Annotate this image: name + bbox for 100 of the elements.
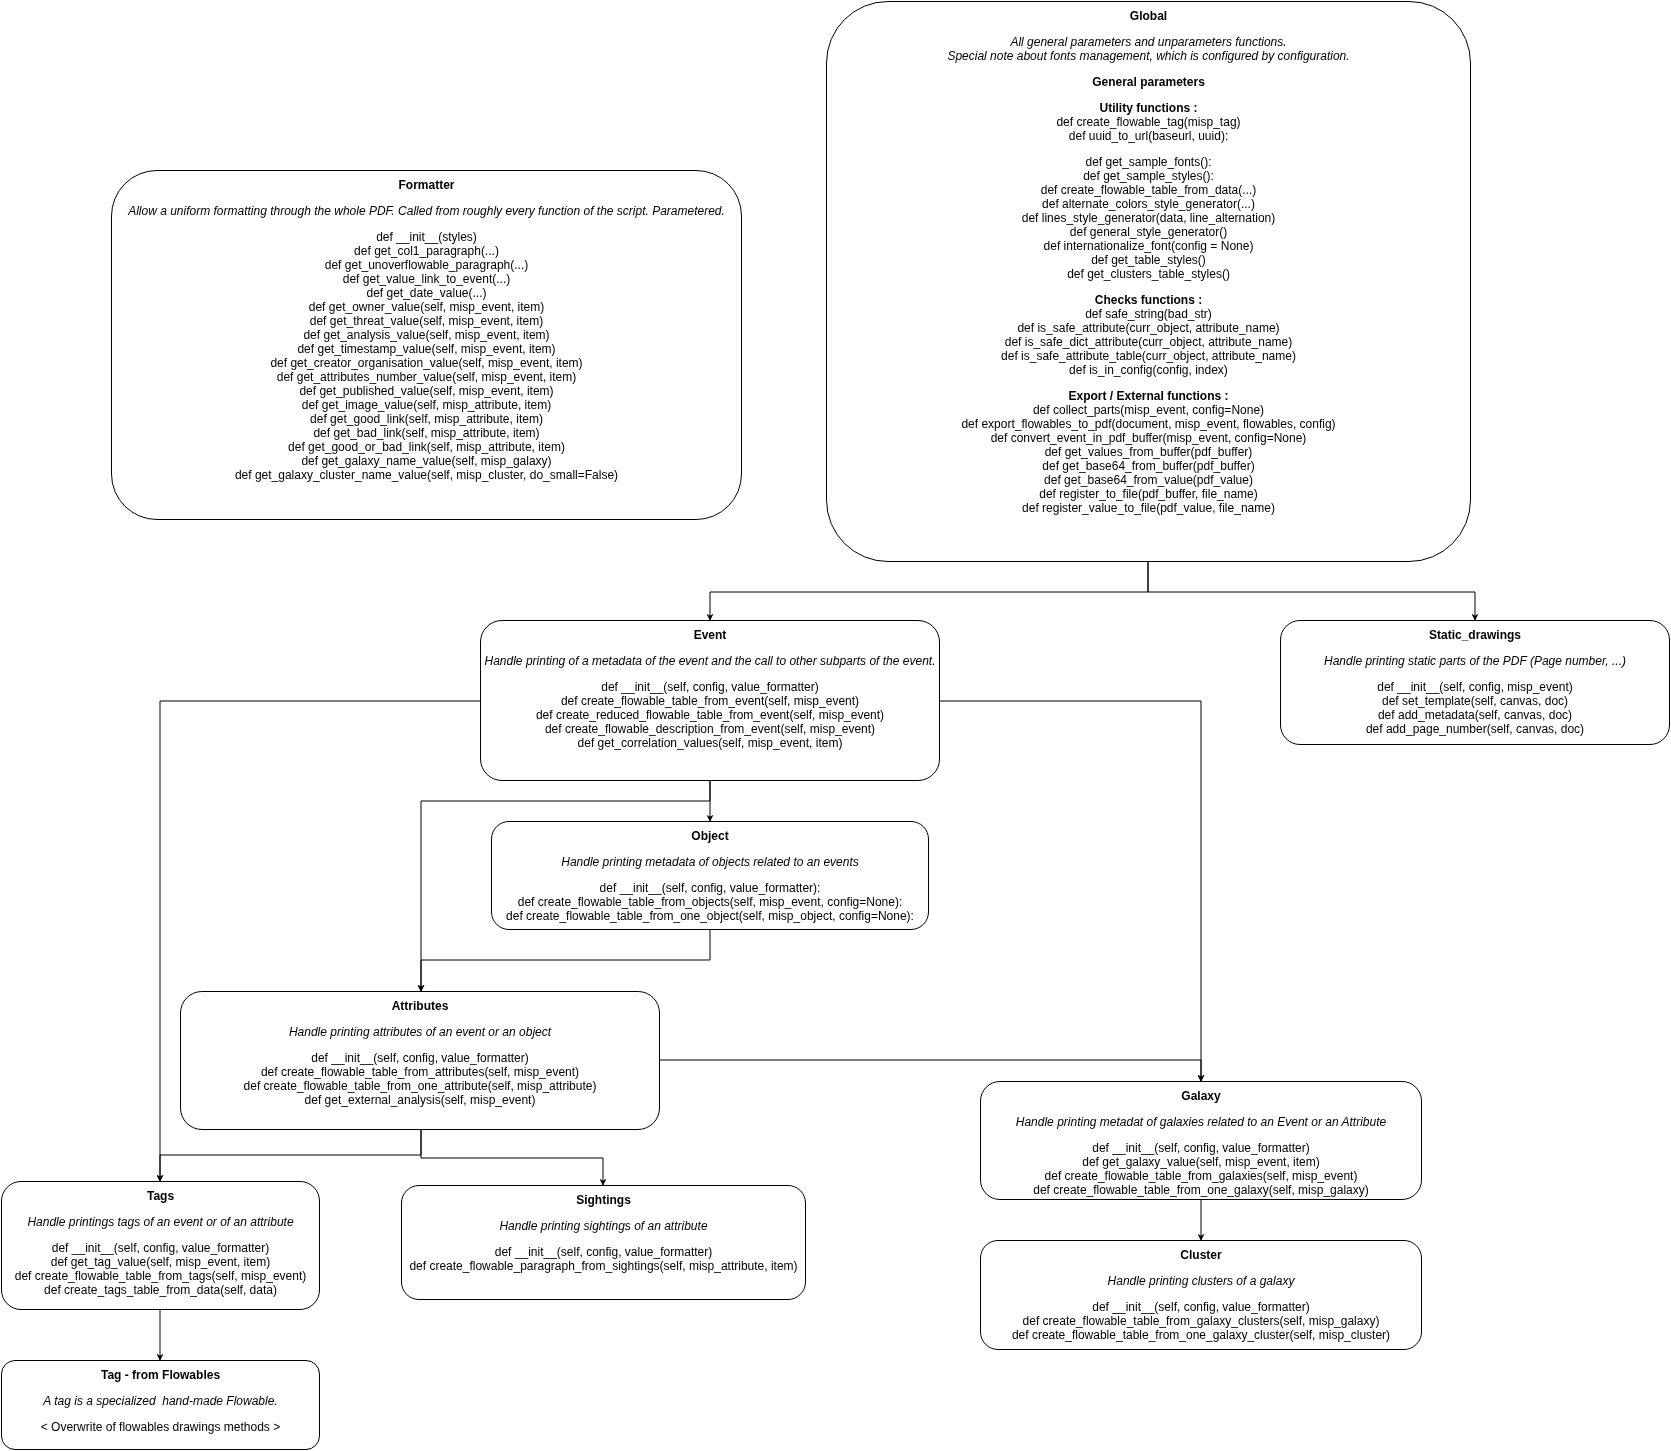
- node-title: Sightings: [576, 1193, 631, 1207]
- method-signature: def get_sample_styles():: [1083, 169, 1214, 183]
- method-signature: def get_values_from_buffer(pdf_buffer): [1044, 445, 1253, 459]
- method-signature: def create_flowable_paragraph_from_sightings(self, misp_attribute, item): [409, 1259, 798, 1273]
- method-signature: def get_base64_from_value(pdf_value): [1044, 473, 1253, 487]
- class-box: [1280, 620, 1670, 745]
- node-description: Handle printing attributes of an event or an object: [288, 1025, 552, 1039]
- arrow: [1197, 1199, 1205, 1241]
- node-description: All general parameters and unparameters functions.: [1010, 35, 1287, 49]
- method-signature: def get_analysis_value(self, misp_event, item): [303, 328, 550, 342]
- method-signature: def create_flowable_table_from_attributes(self, misp_event): [260, 1065, 580, 1079]
- class-box: [401, 1185, 806, 1300]
- class-box: [111, 170, 742, 520]
- method-signature: def general_style_generator(): [1069, 225, 1228, 239]
- method-signature: def create_flowable_table_from_tags(self, misp_event): [14, 1269, 307, 1283]
- arrow: [659, 1059, 1205, 1082]
- method-signature: def register_to_file(pdf_buffer, file_name): [1039, 487, 1258, 501]
- method-signature: def get_creator_organisation_value(self, misp_event, item): [270, 356, 583, 370]
- node-title: Static_drawings: [1429, 628, 1521, 642]
- method-signature: def get_sample_fonts():: [1085, 155, 1212, 169]
- method-signature: def create_flowable_table_from_objects(self, misp_event, config=None):: [517, 895, 903, 909]
- method-signature: def get_galaxy_name_value(self, misp_galaxy): [301, 454, 552, 468]
- class-box: [1, 1181, 320, 1310]
- method-signature: def is_safe_attribute(curr_object, attribute_name): [1017, 321, 1280, 335]
- method-signature: def create_flowable_table_from_data(...): [1040, 183, 1257, 197]
- method-signature: def create_flowable_tag(misp_tag): [1056, 115, 1241, 129]
- method-signature: def get_timestamp_value(self, misp_event, item): [297, 342, 556, 356]
- method-signature: def get_good_or_bad_link(self, misp_attribute, item): [288, 440, 565, 454]
- node-title: Object: [691, 829, 729, 843]
- method-signature: def create_flowable_description_from_event(self, misp_event): [544, 722, 876, 736]
- arrow: [156, 1309, 164, 1361]
- node-description: Special note about fonts management, which is configured by configuration.: [947, 49, 1350, 63]
- method-signature: def __init__(styles): [376, 230, 477, 244]
- method-signature: def create_reduced_flowable_table_from_event(self, misp_event): [535, 708, 885, 722]
- node-description: Handle printing clusters of a galaxy: [1107, 1274, 1295, 1288]
- method-signature: def __init__(self, config, value_formatter):: [599, 881, 821, 895]
- method-signature: def collect_parts(misp_event, config=None): [1032, 403, 1265, 417]
- method-signature: def get_image_value(self, misp_attribute, item): [301, 398, 552, 412]
- method-signature: def is_safe_attribute_table(curr_object, attribute_name): [1001, 349, 1296, 363]
- method-signature: def create_flowable_table_from_galaxy_clusters(self, misp_galaxy): [1022, 1314, 1380, 1328]
- method-signature: def alternate_colors_style_generator(...): [1042, 197, 1255, 211]
- method-signature: def create_flowable_table_from_one_galaxy(self, misp_galaxy): [1033, 1183, 1369, 1197]
- method-signature: def __init__(self, config, value_formatter): [1092, 1141, 1310, 1155]
- method-signature: def lines_style_generator(data, line_alternation): [1021, 211, 1276, 225]
- node-title: Cluster: [1180, 1248, 1222, 1262]
- method-signature: def get_attributes_number_value(self, misp_event, item): [276, 370, 577, 384]
- class-box: [491, 821, 929, 930]
- method-signature: def get_correlation_values(self, misp_event, item): [577, 736, 843, 750]
- method-signature: def get_value_link_to_event(...): [342, 272, 511, 286]
- method-signature: def create_tags_table_from_data(self, data): [44, 1283, 277, 1297]
- method-signature: def get_good_link(self, misp_attribute, item): [310, 412, 543, 426]
- class-box: [980, 1081, 1422, 1200]
- class-box: [980, 1240, 1422, 1350]
- node-title: Event: [693, 628, 727, 642]
- section-heading: Utility functions :: [1099, 101, 1198, 115]
- method-signature: def get_bad_link(self, misp_attribute, item): [313, 426, 540, 440]
- node-description: Handle printing of a metadata of the event and the call to other subparts of the event.: [484, 654, 936, 668]
- method-signature: def create_flowable_table_from_event(self, misp_event): [560, 694, 860, 708]
- method-signature: def get_unoverflowable_paragraph(...): [324, 258, 529, 272]
- method-signature: def add_page_number(self, canvas, doc): [1365, 722, 1585, 736]
- method-signature: def get_threat_value(self, misp_event, item): [309, 314, 544, 328]
- method-signature: def create_flowable_table_from_galaxies(self, misp_event): [1044, 1169, 1358, 1183]
- method-signature: def register_value_to_file(pdf_value, file_name): [1022, 501, 1275, 515]
- arrow: [417, 929, 711, 992]
- method-signature: def get_published_value(self, misp_event, item): [299, 384, 554, 398]
- node-title: Global: [1129, 9, 1168, 23]
- section-heading: Checks functions :: [1094, 293, 1203, 307]
- node-title: Attributes: [391, 999, 449, 1013]
- node-description: Handle printing static parts of the PDF (Page number, ...): [1324, 654, 1626, 668]
- method-signature: def create_flowable_table_from_one_attribute(self, misp_attribute): [243, 1079, 597, 1093]
- node-description: Handle printings tags of an event or of an attribute: [27, 1215, 294, 1229]
- method-signature: def get_galaxy_cluster_name_value(self, misp_cluster, do_small=False): [234, 468, 619, 482]
- method-signature: def get_external_analysis(self, misp_event): [304, 1093, 536, 1107]
- method-signature: def get_tag_value(self, misp_event, item): [50, 1255, 271, 1269]
- node-description: Allow a uniform formatting through the whole PDF. Called from roughly every function of the script. Parametered.: [128, 204, 725, 218]
- class-box: [480, 620, 940, 781]
- method-signature: def convert_event_in_pdf_buffer(misp_event, config=None): [990, 431, 1307, 445]
- node-title: Tags: [146, 1189, 175, 1203]
- method-signature: def __init__(self, config, value_formatter): [51, 1241, 270, 1255]
- node-title: Formatter: [398, 178, 455, 192]
- method-signature: def get_owner_value(self, misp_event, item): [308, 300, 545, 314]
- method-signature: def __init__(self, config, misp_event): [1377, 680, 1573, 694]
- method-signature: def uuid_to_url(baseurl, uuid):: [1068, 129, 1229, 143]
- node-description: Handle printing metadata of objects related to an events: [561, 855, 859, 869]
- method-signature: def get_galaxy_value(self, misp_event, item): [1082, 1155, 1320, 1169]
- arrow: [420, 1129, 607, 1186]
- method-signature: def __init__(self, config, value_formatter): [1092, 1300, 1310, 1314]
- class-box: [1, 1360, 320, 1450]
- method-signature: def is_safe_dict_attribute(curr_object, attribute_name): [1004, 335, 1293, 349]
- method-signature: def create_flowable_table_from_one_galaxy_cluster(self, misp_cluster): [1011, 1328, 1391, 1342]
- class-box: [180, 991, 660, 1130]
- method-signature: def get_base64_from_buffer(pdf_buffer): [1042, 459, 1255, 473]
- node-description: Handle printing sightings of an attribute: [499, 1219, 708, 1233]
- node-title: Galaxy: [1181, 1089, 1221, 1103]
- method-signature: def safe_string(bad_str): [1085, 307, 1212, 321]
- method-signature: def create_flowable_table_from_one_object(self, misp_object, config=None):: [506, 909, 914, 923]
- method-signature: def get_table_styles(): [1091, 253, 1206, 267]
- section-heading: Export / External functions :: [1068, 389, 1229, 403]
- method-signature: def get_col1_paragraph(...): [354, 244, 499, 258]
- node-description: Handle printing metadat of galaxies related to an Event or an Attribute: [1015, 1115, 1387, 1129]
